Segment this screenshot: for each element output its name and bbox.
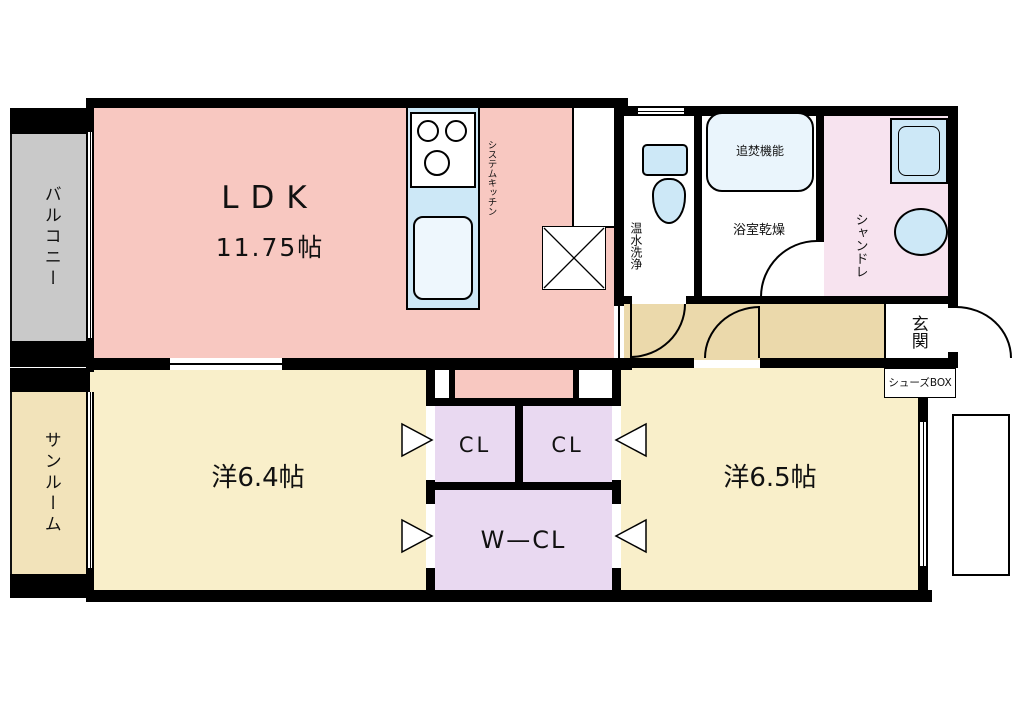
- wall: [10, 341, 90, 367]
- shoebox: シューズBOX: [884, 368, 956, 398]
- wall: [515, 406, 523, 484]
- walk-in-closet: [435, 490, 612, 592]
- pipe-space: [572, 108, 618, 228]
- balcony-room: [10, 108, 90, 367]
- wall: [948, 106, 958, 308]
- window: [86, 132, 94, 338]
- wall: [86, 358, 632, 370]
- bathtub-label: 追焚機能: [735, 144, 784, 159]
- bathtub-icon: 追焚機能: [706, 112, 814, 192]
- wall: [86, 98, 628, 108]
- refrigerator-space: [542, 226, 606, 290]
- wall: [10, 108, 90, 134]
- sunroom-label: サンルーム: [40, 430, 61, 536]
- kitchen-sink-icon: [413, 216, 473, 300]
- bay-window: [952, 414, 1010, 576]
- window: [638, 106, 684, 116]
- ldk-size-label: 11.75帖: [215, 232, 325, 262]
- wall: [426, 480, 435, 504]
- washbasin-icon: [894, 208, 948, 256]
- toilet-door-leaf: [630, 304, 632, 358]
- wall: [918, 566, 928, 602]
- wall: [426, 482, 621, 490]
- stove-burner-icon: [417, 120, 439, 142]
- wall: [426, 398, 621, 406]
- wall: [612, 480, 621, 504]
- bedroom-right-label: 洋6.5帖: [723, 463, 817, 494]
- bedroom-door-leaf: [758, 306, 760, 358]
- bedroom-left-label: 洋6.4帖: [211, 463, 305, 494]
- wall: [10, 368, 90, 392]
- wall: [86, 566, 94, 602]
- wall: [620, 106, 958, 116]
- closet-left-label: CL: [458, 432, 492, 457]
- washroom-label: シャンドレ: [852, 212, 868, 278]
- toilet-label: 温水洗浄: [628, 222, 643, 270]
- wall: [426, 568, 435, 602]
- washing-machine-drum-icon: [898, 126, 940, 176]
- entrance-door-arc: [956, 306, 1012, 358]
- wall: [612, 358, 621, 406]
- wall: [884, 304, 886, 360]
- door-opening: [632, 296, 686, 304]
- wall: [10, 574, 90, 598]
- window: [86, 392, 94, 568]
- window: [918, 422, 928, 566]
- bedroom-right-room: [621, 368, 918, 592]
- wall: [614, 358, 694, 368]
- wall: [86, 98, 94, 134]
- closet-right-label: CL: [551, 432, 584, 457]
- ldk-room: [90, 106, 618, 362]
- bedroom-left-room: [90, 370, 426, 592]
- wall: [86, 590, 932, 602]
- closet-left: [435, 406, 515, 484]
- sliding-door: [614, 306, 624, 358]
- wall: [612, 568, 621, 602]
- toilet-tank-icon: [642, 144, 688, 176]
- wall: [86, 336, 94, 372]
- toilet-bowl-icon: [652, 178, 686, 224]
- wall: [816, 106, 824, 242]
- wall: [426, 358, 435, 406]
- wall: [620, 296, 958, 304]
- bathroom-dryer-label: 浴室乾燥: [732, 222, 785, 238]
- wall: [573, 368, 579, 406]
- entrance-label: 玄関: [907, 315, 928, 349]
- stove-burner-icon: [445, 120, 467, 142]
- stove-burner-icon: [424, 150, 450, 176]
- wall: [614, 98, 624, 306]
- walk-in-closet-label: W—CL: [480, 526, 567, 555]
- balcony-label: バルコニー: [40, 184, 61, 290]
- entrance-area: [886, 304, 948, 360]
- sliding-door: [170, 358, 282, 370]
- kitchen-label: システムキッチン: [485, 140, 497, 216]
- wall: [694, 106, 702, 304]
- washing-machine-icon: [890, 118, 948, 184]
- ldk-label: LDK: [221, 180, 319, 217]
- wall: [760, 358, 886, 368]
- wall: [449, 368, 455, 406]
- shoebox-label: シューズBOX: [888, 376, 952, 389]
- closet-right: [523, 406, 612, 484]
